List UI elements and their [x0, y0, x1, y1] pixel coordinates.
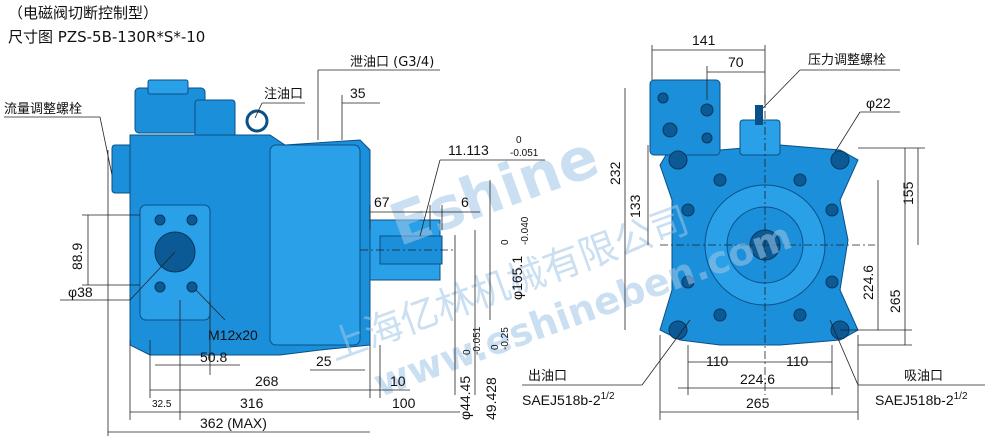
dim-362: 362 (MAX)	[200, 415, 267, 431]
valve-port-hole	[662, 122, 678, 138]
dim-100: 100	[392, 395, 416, 411]
dim-dia1651: φ165.1	[509, 256, 525, 300]
port-bolt-hole	[793, 308, 807, 322]
dim-11113: 11.113	[448, 142, 489, 158]
dim-2246-v: 224.6	[860, 265, 876, 300]
flange-hole	[668, 320, 688, 340]
dim-316: 316	[240, 395, 264, 411]
dim-67: 67	[374, 194, 390, 210]
port-bolt-hole	[793, 173, 807, 187]
port-bolt-hole	[825, 203, 839, 217]
dim-25: 25	[316, 353, 332, 369]
dim-11113-tol-bot: -0.051	[510, 148, 539, 159]
control-valve-front	[649, 79, 721, 156]
dim-133: 133	[627, 194, 643, 218]
pilot-block	[194, 99, 236, 141]
dim-11113-tol-top: 0	[516, 135, 522, 146]
dim-155: 155	[900, 181, 916, 205]
rear-cover	[269, 144, 361, 346]
fill-port-label: 注油口	[264, 87, 303, 102]
dim-268: 268	[255, 373, 279, 389]
side-dimensions: 泄油口 (G3/4) 35 注油口 流量调整螺栓 11.113 0 -0.051…	[4, 55, 545, 436]
outlet-label: 出油口	[528, 369, 567, 384]
flange-hole	[668, 150, 688, 170]
port-bolt-hole	[681, 275, 695, 289]
flow-bolt-label: 流量调整螺栓	[4, 102, 82, 117]
dim-10: 10	[390, 373, 406, 389]
drain-port-label: 泄油口 (G3/4)	[350, 55, 434, 70]
inlet-spec: SAEJ518b-21/2	[875, 391, 968, 408]
dim-49428-tol-bot: -0.25	[500, 327, 511, 350]
dim-dia22: φ22	[866, 95, 891, 111]
dim-325: 32.5	[152, 399, 172, 410]
lifting-eye	[245, 109, 269, 133]
title-line-1: （电磁阀切断控制型）	[8, 4, 159, 22]
dim-508: 50.8	[200, 349, 227, 365]
port-bolt-hole	[825, 275, 839, 289]
outlet-spec: SAEJ518b-21/2	[522, 391, 615, 408]
front-dimensions: 141 70 压力调整螺栓 φ22 232 133 155 224.6 265 …	[522, 32, 985, 420]
dim-dia38: φ38	[68, 284, 93, 300]
dim-dia4445-tol-top: 0	[462, 349, 473, 355]
valve-bolt-hole	[657, 92, 669, 104]
front-view	[649, 79, 875, 395]
dim-dia1651-tol-top: 0	[500, 239, 511, 245]
dim-265-v: 265	[887, 289, 903, 313]
pressure-bolt-label: 压力调整螺栓	[808, 53, 886, 68]
dim-35: 35	[350, 85, 366, 101]
dim-49428-tol-top: 0	[490, 344, 501, 350]
valve-bolt-hole	[701, 132, 713, 144]
dim-49428: 49.428	[483, 377, 499, 420]
dim-2246-h: 224.6	[740, 371, 775, 387]
solenoid-coil	[147, 79, 189, 95]
port-bolt-hole	[681, 203, 695, 217]
dim-70: 70	[728, 54, 744, 70]
dim-110-b: 110	[786, 353, 809, 369]
inlet-label: 吸油口	[904, 369, 943, 384]
dim-889: 88.9	[69, 243, 85, 270]
pressure-adjust-screw	[755, 105, 763, 125]
dim-232: 232	[607, 161, 623, 185]
port-bolt-hole	[713, 173, 727, 187]
bolt-hole	[154, 214, 166, 226]
side-view	[111, 79, 455, 356]
dim-265-h: 265	[746, 395, 770, 411]
thread-label: M12x20	[208, 327, 258, 343]
pressure-adjust-housing	[739, 119, 781, 156]
dim-dia4445: φ44.45	[457, 376, 473, 420]
bolt-hole	[186, 214, 198, 226]
dim-dia4445-tol-bot: -0.051	[472, 326, 483, 355]
dim-141: 141	[692, 32, 716, 48]
bolt-hole	[186, 281, 198, 293]
title-line-2: 尺寸图 PZS-5B-130R*S*-10	[8, 28, 206, 46]
flange-hole	[830, 150, 850, 170]
dim-110-a: 110	[706, 353, 729, 369]
dim-6: 6	[461, 194, 469, 210]
port-bolt-hole	[713, 308, 727, 322]
valve-port-hole	[700, 103, 714, 117]
bolt-hole	[154, 281, 166, 293]
dim-dia1651-tol-bot: -0.040	[520, 216, 531, 245]
